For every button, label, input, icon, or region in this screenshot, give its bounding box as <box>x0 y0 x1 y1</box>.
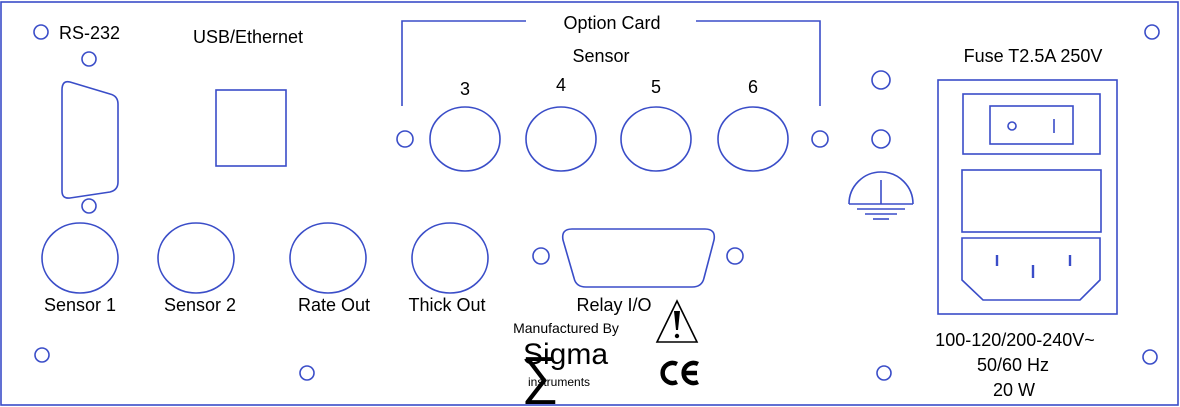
power-switch[interactable] <box>989 105 1074 145</box>
manufactured-by-label: Manufactured By <box>513 320 619 336</box>
sensor-1-port[interactable] <box>41 222 119 294</box>
mounting-hole <box>33 24 49 40</box>
sensor-5-label: 5 <box>650 77 662 97</box>
sensor-3-label: 3 <box>459 79 471 99</box>
mounting-hole <box>871 129 891 149</box>
sensor-1-label: Sensor 1 <box>43 295 117 315</box>
power-voltage-label: 100-120/200-240V~ <box>935 330 1095 350</box>
iec-inlet[interactable] <box>961 237 1101 301</box>
rs232-screw <box>81 51 97 67</box>
mounting-hole <box>1142 349 1158 365</box>
sensor-3-port[interactable] <box>429 106 501 172</box>
sensor-label: Sensor <box>572 46 630 66</box>
relay-screw <box>532 247 550 265</box>
rate-out-port[interactable] <box>289 222 367 294</box>
rs232-label: RS-232 <box>59 23 121 43</box>
mounting-hole <box>34 347 50 363</box>
sensor-2-port[interactable] <box>157 222 235 294</box>
power-frequency-label: 50/60 Hz <box>976 355 1050 375</box>
brand-name: Sigma <box>523 338 609 371</box>
sensor-2-label: Sensor 2 <box>163 295 237 315</box>
ce-mark-icon <box>660 360 699 386</box>
rs232-port[interactable] <box>61 80 119 199</box>
usb-ethernet-port[interactable] <box>215 89 287 167</box>
mounting-hole <box>299 365 315 381</box>
mounting-hole <box>1144 24 1160 40</box>
brand-subtitle: instruments <box>528 375 591 389</box>
fuse-label: Fuse T2.5A 250V <box>963 46 1103 66</box>
sensor-4-port[interactable] <box>525 106 597 172</box>
option-card-label: Option Card <box>563 13 661 33</box>
switch-off-mark <box>1007 121 1017 131</box>
sensor-6-port[interactable] <box>717 106 789 172</box>
warning-icon <box>655 299 699 343</box>
thick-out-port[interactable] <box>411 222 489 294</box>
option-card-screw <box>396 130 414 148</box>
option-card-bracket <box>696 20 821 106</box>
sensor-6-label: 6 <box>747 77 759 97</box>
power-switch-housing <box>962 93 1101 155</box>
option-card-screw <box>811 130 829 148</box>
sensor-5-port[interactable] <box>620 106 692 172</box>
sigma-logo-icon: ∑ <box>521 347 558 405</box>
thick-out-label: Thick Out <box>408 295 486 315</box>
relay-screw <box>726 247 744 265</box>
rate-out-label: Rate Out <box>297 295 371 315</box>
usb-ethernet-label: USB/Ethernet <box>193 27 304 47</box>
mounting-hole <box>876 365 892 381</box>
sensor-4-label: 4 <box>555 75 567 95</box>
option-card-bracket <box>401 20 526 106</box>
relay-io-port[interactable] <box>561 228 716 288</box>
ground-icon <box>848 171 914 220</box>
power-entry-module <box>937 79 1118 315</box>
relay-io-label: Relay I/O <box>576 295 652 315</box>
rs232-screw <box>81 198 97 214</box>
mounting-hole <box>871 70 891 90</box>
fuse-drawer[interactable] <box>961 169 1102 233</box>
power-watts-label: 20 W <box>992 380 1036 400</box>
